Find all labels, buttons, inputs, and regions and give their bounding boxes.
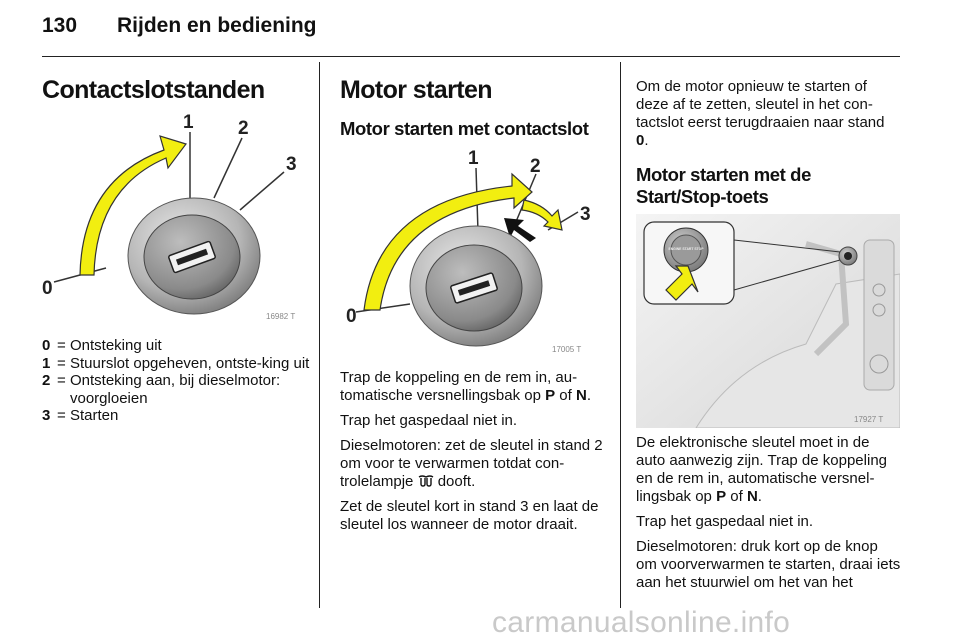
- position-legend: 0 = Ontsteking uit 1 = Stuurslot opgehev…: [42, 337, 314, 425]
- center-console: [695, 273, 901, 429]
- position-label-0: 0: [346, 306, 357, 327]
- chapter-title: Rijden en bediening: [117, 14, 317, 37]
- start-stop-button-label: ENGINE START STOP: [668, 247, 704, 251]
- rotation-arrow-icon: [79, 135, 187, 276]
- rotation-arrow-icon: [363, 172, 533, 311]
- callout-line: [733, 239, 841, 253]
- start-arrow-icon: [521, 199, 563, 231]
- glow-plug-icon: [418, 475, 433, 487]
- position-label-3: 3: [580, 204, 591, 225]
- figure-code: 17005 T: [552, 345, 581, 354]
- column-2-text: Trap de koppeling en de rem in, au-tomat…: [340, 369, 604, 541]
- paragraph: Zet de sleutel kort in stand 3 en laat d…: [340, 498, 599, 533]
- return-arrow-icon: [504, 218, 536, 242]
- panel-knob: [872, 303, 886, 317]
- paragraph: Trap het gaspedaal niet in.: [340, 412, 518, 429]
- leader-line-3: [239, 171, 285, 211]
- column-divider-left: [319, 62, 320, 608]
- legend-item: 0 = Ontsteking uit: [42, 337, 162, 354]
- position-label-2: 2: [238, 118, 249, 139]
- leader-line-2: [213, 137, 243, 199]
- position-label-3: 3: [286, 154, 297, 175]
- header-divider: [42, 56, 900, 57]
- subheading-contactslot: Motor starten met contactslot: [340, 118, 589, 139]
- steering-column: [805, 241, 850, 357]
- column-3-intro: Om de motor opnieuw te starten of deze a…: [636, 78, 900, 157]
- position-label-0: 0: [42, 278, 53, 299]
- position-label-2: 2: [530, 156, 541, 177]
- paragraph: Trap het gaspedaal niet in.: [636, 513, 814, 530]
- ignition-start-illustration: 1 2 3 0 17005 T: [346, 148, 591, 354]
- watermark: carmanualsonline.info: [492, 606, 791, 639]
- position-label-1: 1: [183, 112, 194, 133]
- paragraph: Trap de koppeling en de rem in, au-tomat…: [340, 369, 591, 404]
- figure-code: 17927 T: [854, 415, 883, 424]
- leader-line-0: [355, 303, 411, 313]
- column-3-text: De elektronische sleutel moet in de auto…: [636, 434, 902, 599]
- paragraph: Dieselmotoren: druk kort op de knop om v…: [636, 538, 901, 591]
- press-arrow-icon: [665, 265, 699, 301]
- start-stop-figure: ENGINE START STOP 17927 T: [636, 214, 901, 429]
- ignition-start-figure: 1 2 3 0 17005 T: [340, 146, 602, 358]
- position-label-1: 1: [468, 148, 479, 169]
- legend-item: 1 = Stuurslot opgeheven, ontste-king uit: [42, 354, 310, 372]
- callout-line: [733, 259, 841, 291]
- key-slot-icon: [168, 240, 216, 274]
- paragraph: Dieselmotoren: zet de sleutel in stand 2…: [340, 437, 603, 490]
- legend-item: 3 = Starten: [42, 407, 119, 424]
- column-divider-right: [620, 62, 621, 608]
- panel-knob: [872, 283, 886, 297]
- key-slot-icon: [450, 272, 498, 304]
- ignition-positions-figure: 1 2 3 0 16982 T: [42, 110, 304, 322]
- section-heading-motor-starten: Motor starten: [340, 76, 493, 104]
- start-stop-illustration: ENGINE START STOP 17927 T: [636, 214, 901, 429]
- radio-panel: [863, 239, 895, 391]
- panel-knob: [869, 354, 889, 374]
- subheading-start-stop: Motor starten met de Start/Stop-toets: [636, 164, 811, 207]
- section-heading-contactslotstanden: Contactslotstanden: [42, 76, 265, 104]
- paragraph: Om de motor opnieuw te starten of deze a…: [636, 78, 885, 149]
- page-number: 130: [42, 14, 78, 37]
- ignition-lock-illustration: 1 2 3 0 16982 T: [42, 112, 297, 321]
- paragraph: De elektronische sleutel moet in de auto…: [636, 434, 888, 505]
- legend-item: 2 = Ontsteking aan, bij dieselmotor: voo…: [42, 372, 281, 407]
- figure-code: 16982 T: [266, 312, 295, 321]
